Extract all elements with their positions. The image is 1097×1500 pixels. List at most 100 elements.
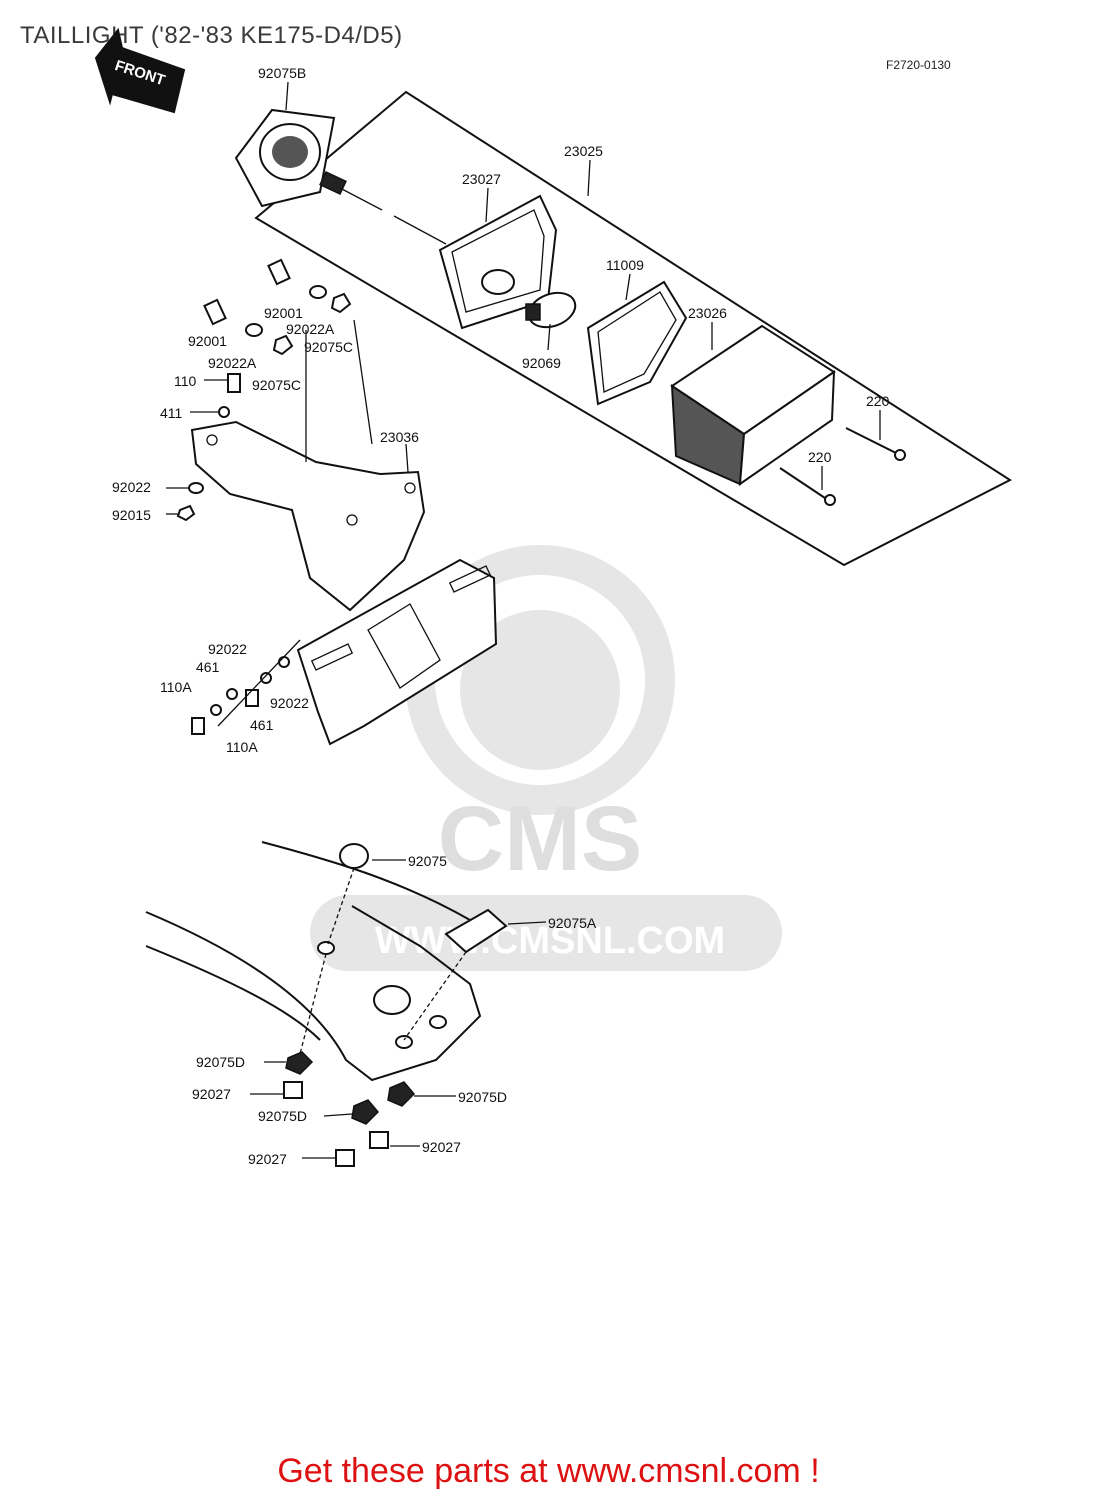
part-labels: 92075B 23025 23027 11009 23026 92069 220… (112, 65, 890, 1167)
label-23025: 23025 (564, 143, 603, 159)
lens-gasket-inner (597, 291, 677, 393)
part-23027-housing (438, 194, 558, 330)
leader-92075D-b (323, 1113, 353, 1117)
label-92075B: 92075B (258, 65, 306, 81)
washer-92022A-a (309, 285, 327, 299)
washer-92022A-b (245, 323, 263, 337)
plate-bracket-body (296, 558, 498, 746)
bracket-hole-b (404, 482, 416, 494)
label-92075D-c: 92075D (458, 1089, 507, 1105)
plate-slot-b (448, 565, 492, 593)
footer-cta-link[interactable]: Get these parts at www.cmsnl.com ! (277, 1452, 820, 1490)
leader-23036 (353, 319, 373, 445)
label-92075C-a: 92075C (304, 339, 353, 355)
fender-top-edge (261, 841, 471, 921)
part-23026-lens (670, 324, 836, 487)
label-92022-a: 92022 (112, 479, 151, 495)
leader-dash-c (327, 867, 355, 945)
screw-220-a-head (894, 449, 906, 461)
washer-92022-a (188, 482, 204, 494)
washer-92022-b (226, 688, 238, 700)
leader-bracket-bolts (217, 639, 301, 727)
label-92022-b: 92022 (208, 641, 247, 657)
label-92075A: 92075A (548, 915, 597, 931)
washer-411 (218, 406, 230, 418)
socket-wire-a (339, 187, 383, 211)
label-92022A-a: 92022A (286, 321, 335, 337)
washer-461-a (210, 704, 222, 716)
housing-inner (451, 209, 545, 313)
label-92075D-b: 92075D (258, 1108, 307, 1124)
bulb-base (525, 303, 541, 321)
grommet-92075 (339, 843, 369, 869)
fender-outline (145, 905, 482, 1082)
part-11009-lens-gasket (586, 280, 688, 406)
label-92075D-a: 92075D (196, 1054, 245, 1070)
socket-connector (319, 171, 347, 195)
label-110A-a: 110A (160, 679, 192, 695)
label-220-a: 220 (866, 393, 890, 409)
leader-92075B (285, 81, 289, 111)
part-socket-wire (319, 171, 447, 245)
leader-dash-a (299, 953, 327, 1055)
watermark-logo-text: CMS (438, 788, 642, 890)
label-92075C-b: 92075C (252, 377, 301, 393)
leader-lines (166, 81, 881, 1159)
leader-dash-b (403, 951, 467, 1041)
nut-92015 (176, 504, 196, 522)
lens-side (738, 370, 836, 487)
label-92022-c: 92022 (270, 695, 309, 711)
housing-body (438, 194, 558, 330)
plate-slot-a (310, 643, 354, 671)
label-11009: 11009 (606, 257, 644, 273)
part-license-bracket (296, 558, 498, 746)
bolt-110 (227, 373, 241, 393)
collar-92027-b (335, 1149, 355, 1167)
fender-edge (145, 945, 321, 1041)
nut-92075C-b (272, 334, 294, 356)
bolt-110A-b (245, 689, 259, 707)
grommet-92075A (444, 908, 508, 954)
watermark-mascot-face (460, 610, 620, 770)
label-110: 110 (174, 373, 197, 389)
bracket-hole-c (346, 514, 358, 526)
front-arrow: FRONT (94, 27, 186, 114)
nut-92075D-c (387, 1081, 416, 1107)
label-92022A-b: 92022A (208, 355, 257, 371)
nut-92075D-a (285, 1051, 314, 1075)
nut-92075D-b (351, 1099, 380, 1125)
washer-461-b (260, 672, 272, 684)
part-rear-fender (145, 841, 482, 1082)
screw-220-b-head (824, 494, 836, 506)
label-92001-a: 92001 (264, 305, 303, 321)
label-461-a: 461 (196, 659, 220, 675)
label-411: 411 (160, 405, 183, 421)
part-92075B-gasket (234, 108, 336, 208)
label-92069: 92069 (522, 355, 561, 371)
figure-code: F2720-0130 (886, 58, 951, 72)
plate-bracket-window (367, 603, 441, 689)
assembly-boundary-23025 (254, 90, 1013, 567)
page-title: TAILLIGHT ('82-'83 KE175-D4/D5) (20, 22, 403, 49)
label-92075: 92075 (408, 853, 447, 869)
fender-bolt-hole-c (429, 1015, 447, 1029)
leader-23027 (485, 187, 489, 223)
label-23036: 23036 (380, 429, 419, 445)
front-arrow-shape (94, 27, 186, 114)
screw-220-b (779, 467, 829, 501)
screw-220-a (845, 427, 899, 455)
part-23036-bracket (190, 420, 426, 612)
label-23026: 23026 (688, 305, 727, 321)
bracket-hole-a (206, 434, 218, 446)
leader-92069 (547, 323, 551, 351)
leader-23036-b (405, 443, 409, 473)
socket-wire-b (393, 215, 447, 245)
collar-92027-a (283, 1081, 303, 1099)
label-92001-b: 92001 (188, 333, 227, 349)
label-92027-a: 92027 (192, 1086, 231, 1102)
fasteners-upper (203, 258, 352, 418)
label-220-b: 220 (808, 449, 832, 465)
nut-92075C-a (330, 292, 352, 314)
collar-92027-c (369, 1131, 389, 1149)
